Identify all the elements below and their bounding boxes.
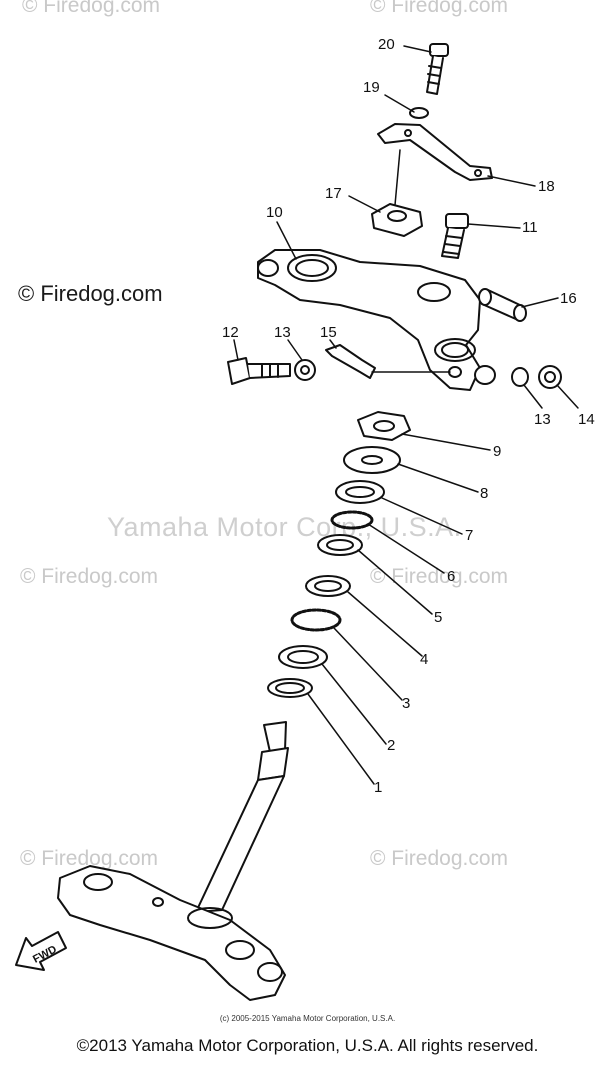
ball-race-part-2 <box>278 645 328 669</box>
ball-race-part-7 <box>335 480 385 504</box>
ball-bearings-part-6 <box>330 510 374 530</box>
watermark-row2-left: © Firedog.com <box>20 565 159 588</box>
callout-19: 19 <box>363 79 380 96</box>
callout-18: 18 <box>538 178 555 195</box>
watermark-top-right: © Firedog.com <box>370 0 509 17</box>
watermark-mid-left: © Firedog.com <box>18 281 163 306</box>
callout-7: 7 <box>465 527 473 544</box>
callout-10: 10 <box>266 204 283 221</box>
washer-part-13-right <box>511 367 529 387</box>
upper-bracket-part-10 <box>257 249 496 391</box>
callout-4: 4 <box>420 651 428 668</box>
nut-part-14 <box>538 365 562 389</box>
callout-13-right: 13 <box>534 411 551 428</box>
bolt-part-12 <box>227 357 291 385</box>
watermark-row2-right: © Firedog.com <box>370 565 509 588</box>
race-cover-part-8 <box>343 446 401 474</box>
clip-part-15 <box>325 344 376 379</box>
callout-5: 5 <box>434 609 442 626</box>
bolt-part-11 <box>441 213 469 259</box>
callout-12: 12 <box>222 324 239 341</box>
fwd-arrow: FWD <box>15 931 67 971</box>
callout-20: 20 <box>378 36 395 53</box>
washer-part-19 <box>409 107 429 119</box>
leader-lines <box>233 45 579 785</box>
clamp-part-17 <box>371 203 423 237</box>
callout-11: 11 <box>522 219 538 236</box>
callout-8: 8 <box>480 485 488 502</box>
ball-race-part-5 <box>317 534 363 556</box>
callout-1: 1 <box>374 779 382 796</box>
watermark-yamaha: Yamaha Motor Corp., U.S.A. <box>107 512 462 542</box>
callout-13-left: 13 <box>274 324 291 341</box>
callout-3: 3 <box>402 695 410 712</box>
callout-16: 16 <box>560 290 577 307</box>
callout-2: 2 <box>387 737 395 754</box>
pin-part-16 <box>478 288 527 322</box>
main-copyright: ©2013 Yamaha Motor Corporation, U.S.A. A… <box>76 1036 539 1055</box>
ball-bearings-part-3 <box>290 608 342 632</box>
callout-17: 17 <box>325 185 342 202</box>
parts-drawing <box>57 43 579 1001</box>
dust-seal-part-1 <box>267 678 313 698</box>
bolt-part-20 <box>426 43 449 95</box>
callout-6: 6 <box>447 568 455 585</box>
watermark-row3-right: © Firedog.com <box>370 847 509 870</box>
part-callouts: 20 19 18 17 10 11 16 12 13 15 13 14 9 8 … <box>222 36 595 796</box>
watermark-top-left: © Firedog.com <box>22 0 161 17</box>
small-copyright: (c) 2005-2015 Yamaha Motor Corporation, … <box>219 1014 396 1023</box>
washer-part-13-left <box>294 359 316 381</box>
ball-race-part-4 <box>305 575 351 597</box>
bracket-part-18 <box>377 123 493 181</box>
steering-nut-part-9 <box>357 411 411 441</box>
steering-stem-under-bracket <box>57 721 289 1001</box>
watermark-row3-left: © Firedog.com <box>20 847 159 870</box>
callout-14: 14 <box>578 411 595 428</box>
callout-9: 9 <box>493 443 501 460</box>
callout-15: 15 <box>320 324 337 341</box>
